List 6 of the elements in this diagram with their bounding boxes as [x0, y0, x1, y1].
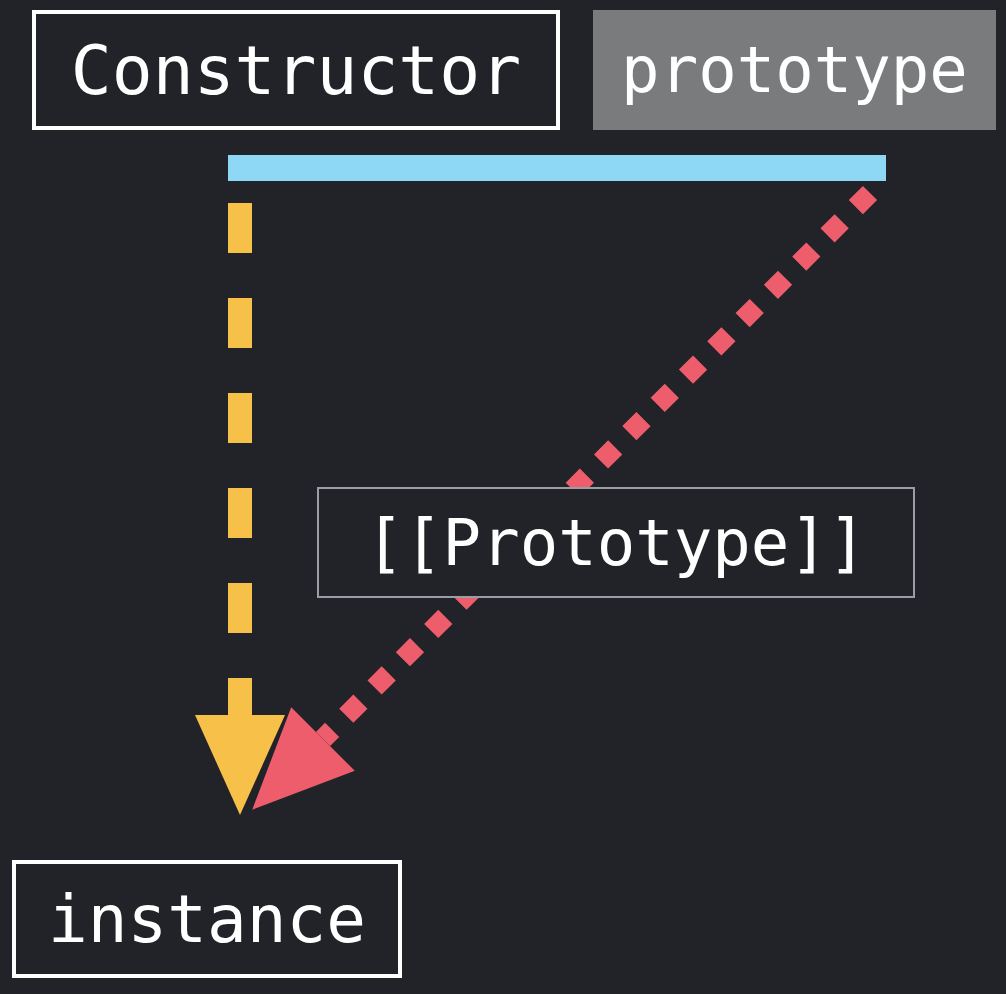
bar	[228, 155, 886, 181]
class-box: Constructor	[32, 10, 560, 130]
property-box: prototype	[593, 10, 996, 130]
edge-label: [[Prototype]]	[317, 487, 915, 598]
instance-box: instance	[12, 860, 402, 978]
arrow	[195, 203, 285, 815]
